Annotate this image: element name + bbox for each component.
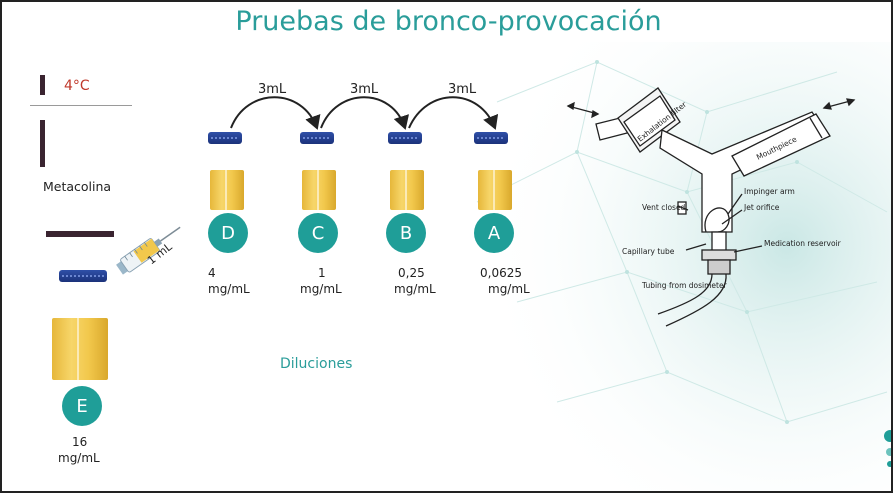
vial-b-cap bbox=[388, 132, 422, 144]
vial-a-value: 0,0625 bbox=[480, 266, 522, 280]
transfer-volume-1: 3mL bbox=[258, 82, 287, 97]
vial-c-badge: C bbox=[298, 213, 338, 253]
transfer-arrows bbox=[230, 96, 499, 130]
stock-concentration-value: 16 bbox=[72, 435, 88, 449]
stock-letter-badge: E bbox=[62, 386, 102, 426]
vial-c-cap bbox=[300, 132, 334, 144]
vial-a-cap bbox=[474, 132, 508, 144]
slide-title: Pruebas de bronco-provocación bbox=[235, 6, 662, 37]
jet-label: Jet orifice bbox=[743, 203, 780, 212]
reservoir-label: Medication reservoir bbox=[764, 239, 842, 248]
vial-c-value: 1 bbox=[318, 266, 326, 280]
vial-a bbox=[478, 170, 512, 210]
vial-d-cap bbox=[208, 132, 242, 144]
corner-ornament-icon bbox=[884, 430, 891, 467]
divider-line bbox=[30, 105, 132, 106]
impinger-label: Impinger arm bbox=[744, 187, 795, 196]
stock-concentration-unit: mg/mL bbox=[58, 451, 100, 465]
stock-vial-cap bbox=[59, 270, 107, 282]
vial-b-value: 0,25 bbox=[398, 266, 425, 280]
dosimeter-diagram: Exhalation filter Mouthpiece Impinger ar… bbox=[566, 87, 856, 327]
vent-label: Vent closed bbox=[642, 203, 686, 212]
capillary-label: Capillary tube bbox=[622, 247, 675, 256]
vial-c bbox=[302, 170, 336, 210]
vial-d-unit: mg/mL bbox=[208, 282, 250, 296]
thermometer-bar-icon bbox=[40, 75, 45, 95]
vial-d bbox=[210, 170, 244, 210]
vial-a-unit: mg/mL bbox=[488, 282, 530, 296]
vial-d-badge: D bbox=[208, 213, 248, 253]
transfer-volume-3: 3mL bbox=[448, 82, 477, 97]
vial-c-unit: mg/mL bbox=[300, 282, 342, 296]
separator-bar bbox=[46, 231, 114, 237]
dilutions-label: Diluciones bbox=[280, 356, 353, 372]
temperature-label: 4°C bbox=[64, 78, 90, 94]
stock-vial bbox=[52, 318, 108, 380]
vial-b-unit: mg/mL bbox=[394, 282, 436, 296]
vial-d-value: 4 bbox=[208, 266, 216, 280]
vial-b bbox=[390, 170, 424, 210]
vial-b-badge: B bbox=[386, 213, 426, 253]
substance-label: Metacolina bbox=[43, 179, 112, 194]
tubing-label: Tubing from dosimeter bbox=[641, 281, 728, 290]
transfer-volume-2: 3mL bbox=[350, 82, 379, 97]
syringe-icon bbox=[116, 226, 181, 275]
storage-bar-icon bbox=[40, 120, 45, 167]
vial-a-badge: A bbox=[474, 213, 514, 253]
